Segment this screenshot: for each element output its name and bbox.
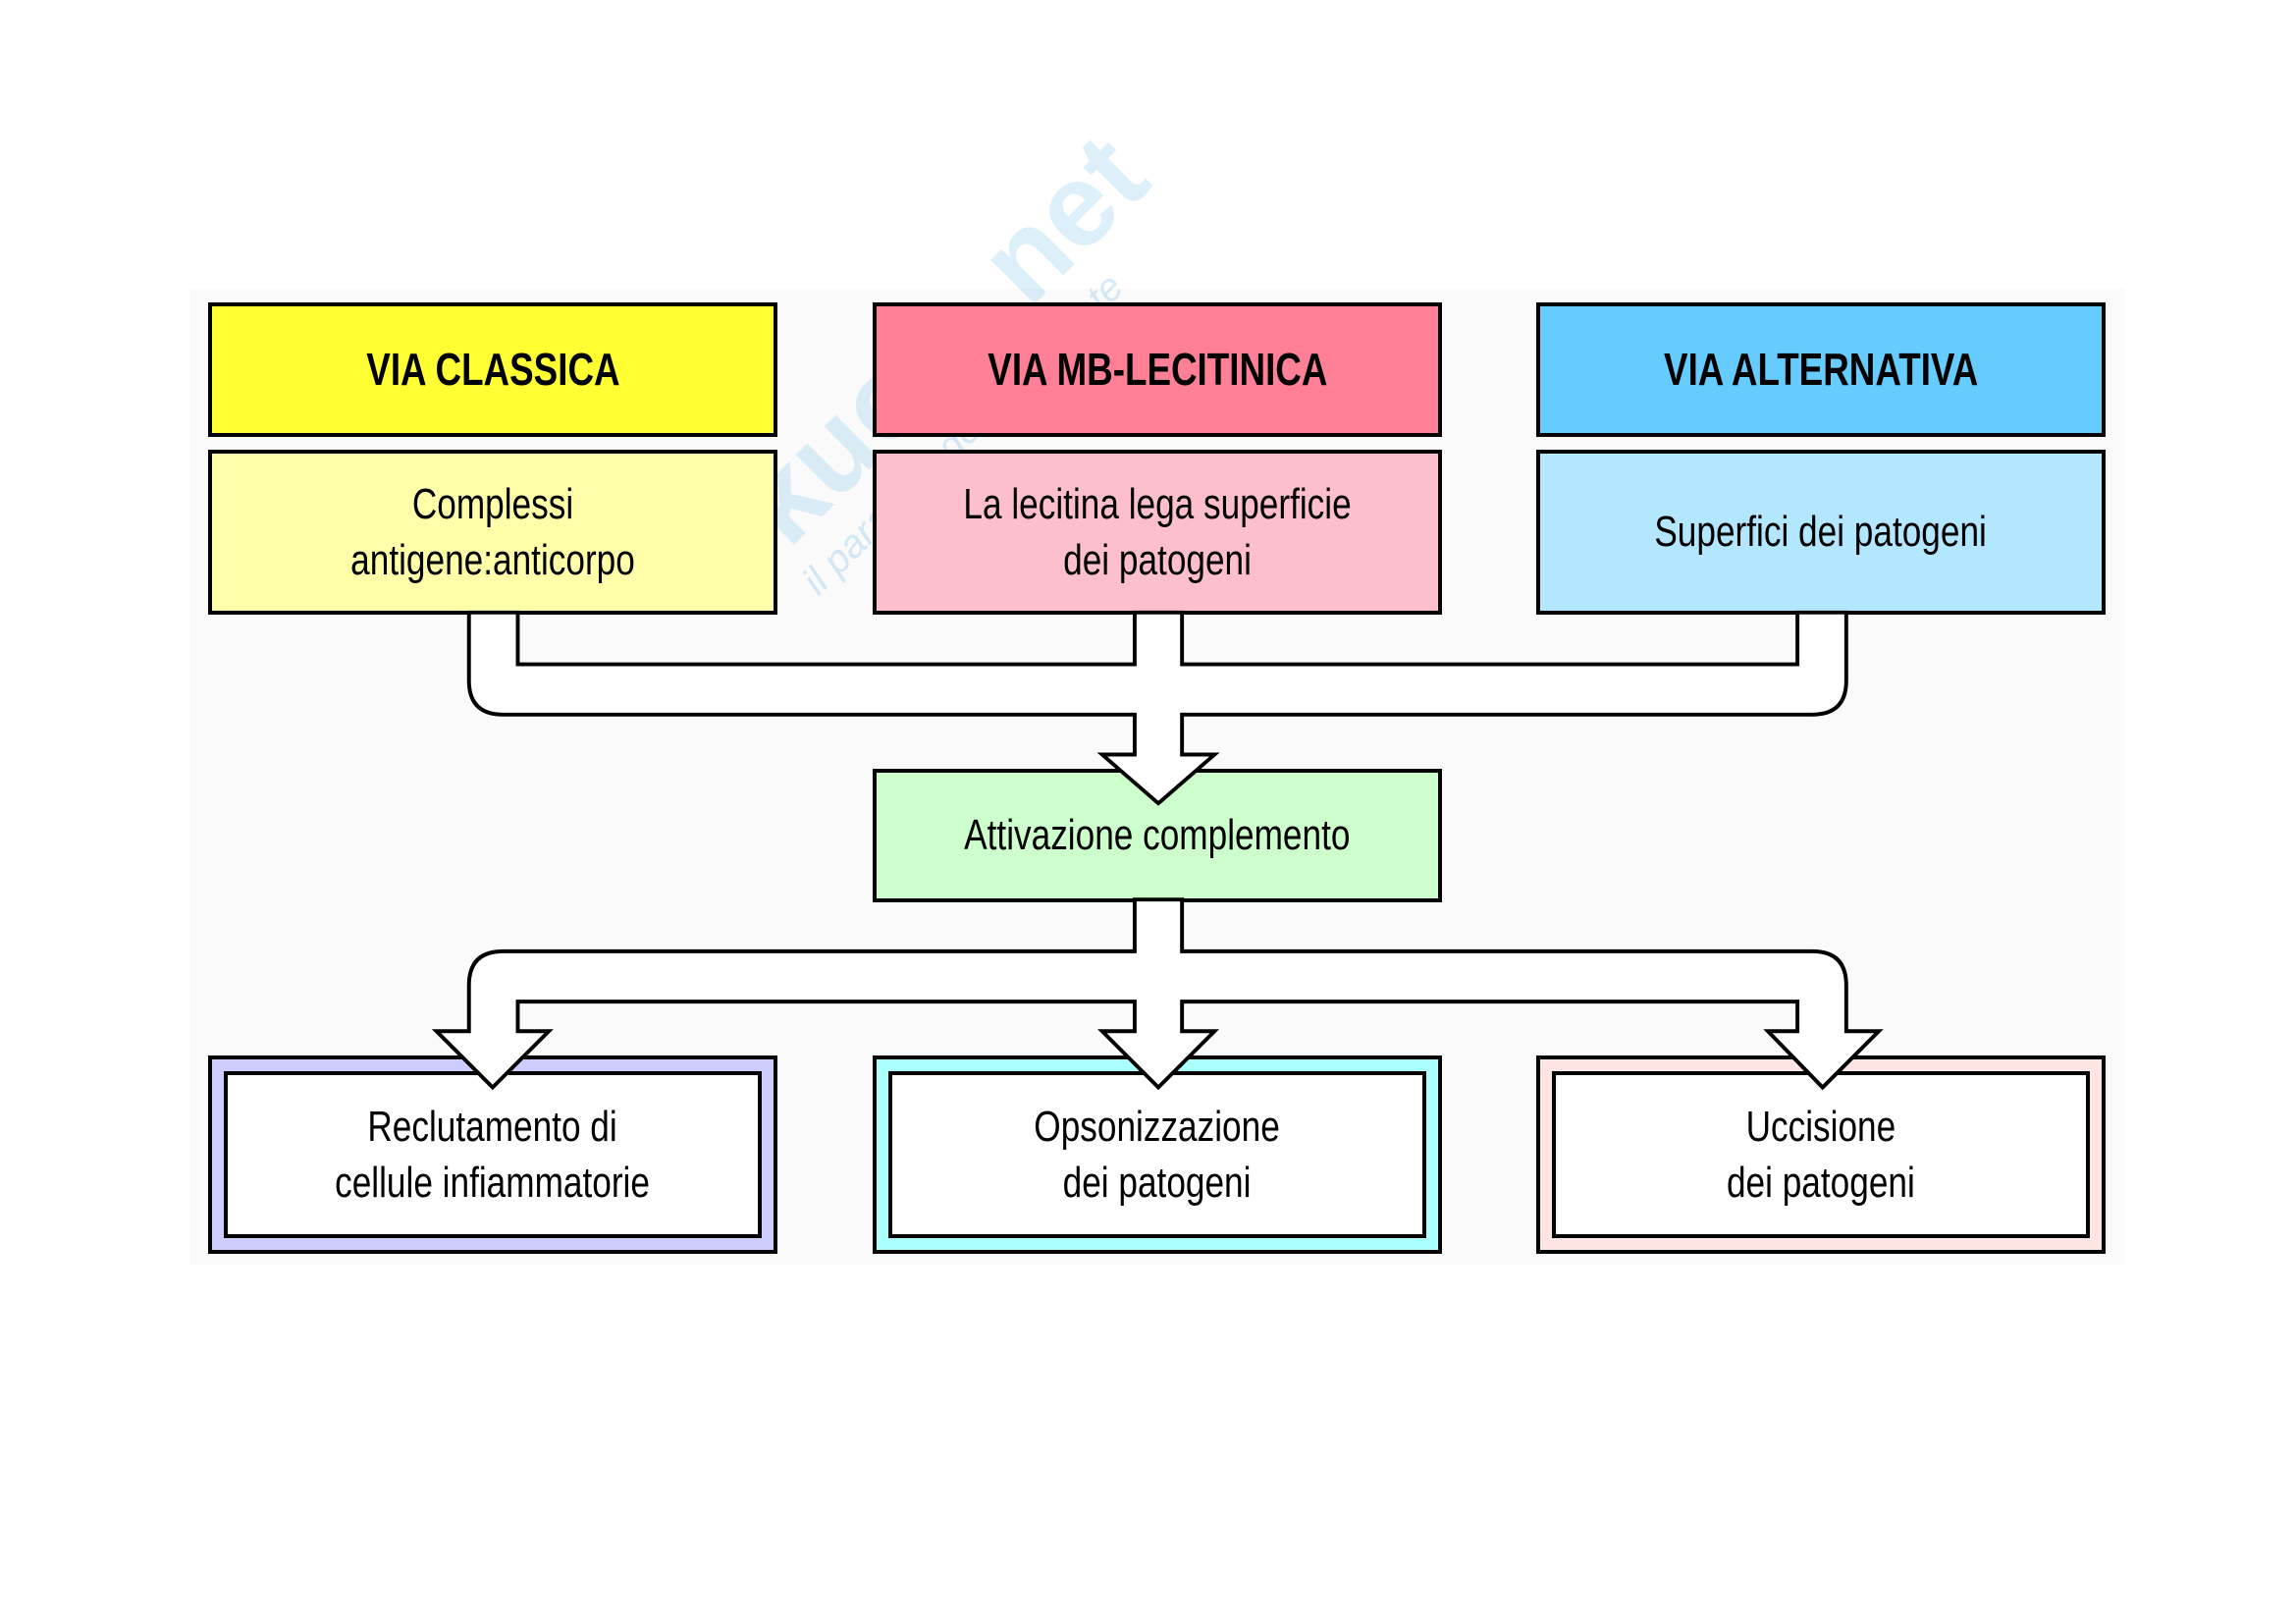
- pathway-title: VIA MB-LECITINICA: [987, 343, 1328, 395]
- trigger-text: Superfici dei patogeni: [1654, 508, 1988, 557]
- outcome-box-killing: Uccisione dei patogeni: [1536, 1055, 2106, 1254]
- outcome-text: Opsonizzazione dei patogeni: [1034, 1102, 1281, 1207]
- pathway-trigger-lectin: La lecitina lega superficie dei patogeni: [873, 450, 1442, 615]
- pathway-header-classical: VIA CLASSICA: [208, 302, 777, 437]
- pathway-trigger-alternative: Superfici dei patogeni: [1536, 450, 2106, 615]
- outcome-text: Uccisione dei patogeni: [1727, 1102, 1915, 1207]
- trigger-text: La lecitina lega superficie dei patogeni: [963, 479, 1352, 584]
- pathway-header-alternative: VIA ALTERNATIVA: [1536, 302, 2106, 437]
- outcome-box-recruitment: Reclutamento di cellule infiammatorie: [208, 1055, 777, 1254]
- central-text: Attivazione complemento: [964, 811, 1351, 860]
- trigger-text: Complessi antigene:anticorpo: [350, 479, 635, 584]
- outcome-text: Reclutamento di cellule infiammatorie: [335, 1102, 651, 1207]
- diverging-arrow: [431, 897, 1884, 1091]
- converging-arrow: [466, 610, 1848, 806]
- pathway-title: VIA CLASSICA: [365, 343, 620, 395]
- pathway-title: VIA ALTERNATIVA: [1663, 343, 1979, 395]
- pathway-header-lectin: VIA MB-LECITINICA: [873, 302, 1442, 437]
